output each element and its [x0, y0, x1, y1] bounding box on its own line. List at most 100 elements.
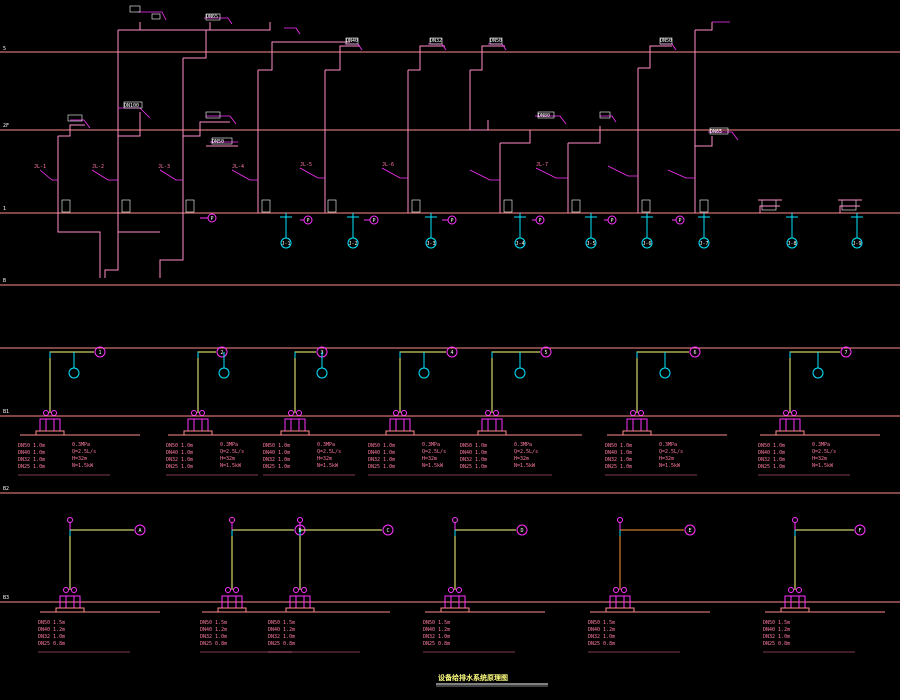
pipe-tag: DN32 [430, 38, 442, 44]
spec-line: H=32m [659, 456, 674, 462]
svg-text:P: P [372, 218, 375, 224]
floor-step [370, 431, 387, 436]
riser-pipe [500, 130, 531, 144]
equipment-note: DN40 1.2m [588, 627, 615, 633]
equipment-note: DN40 1.2m [423, 627, 450, 633]
equipment-note: DN32 1.0m [460, 457, 487, 463]
equipment-note: DN25 0.8m [38, 641, 65, 647]
floor-step [425, 608, 442, 613]
riser-pipe [470, 45, 505, 71]
floor-step [462, 431, 479, 436]
outlet-node-label: A [138, 528, 141, 534]
node-cyan: J-3 [425, 237, 437, 249]
gauge-icon [812, 367, 824, 379]
equipment-note: DN50 1.5m [763, 620, 790, 626]
svg-text:P: P [306, 218, 309, 224]
node-magenta: P [200, 213, 217, 223]
floor-step [590, 608, 607, 613]
valve-icon [493, 410, 499, 416]
node-cyan: J-6 [641, 237, 653, 249]
node-magenta: P [532, 215, 545, 225]
svg-text:J-9: J-9 [852, 241, 861, 247]
cyan-nodes: J-1 J-2 J-3 J-4 J-5 J-6 J-7 J-8 J-9 [280, 237, 863, 249]
top-riser-network [57, 22, 713, 278]
spec-line: H=32m [317, 456, 332, 462]
equipment-note: DN40 1.0m [605, 450, 632, 456]
pipe-tag: DN50 [490, 38, 502, 44]
node-cyan: J-7 [698, 237, 710, 249]
svg-text:J-8: J-8 [787, 241, 796, 247]
level-mark: B2 [3, 486, 9, 492]
spec-line: Q=2.5L/s [812, 449, 836, 455]
riser-pipe [57, 213, 101, 278]
spec-line: Q=2.5L/s [514, 449, 538, 455]
floor-step [20, 431, 37, 436]
riser-tag: JL-3 [158, 164, 170, 170]
node-magenta: P [364, 215, 379, 225]
valve-icon [301, 587, 307, 593]
outlet-node [516, 524, 528, 536]
spec-line: Q=2.5L/s [317, 449, 341, 455]
node-cyan: J-4 [514, 237, 526, 249]
riser-pipe [118, 112, 141, 137]
riser-pipe [695, 22, 713, 31]
valve-icon [288, 410, 294, 416]
outlet-node [382, 524, 394, 536]
gauge-icon [68, 367, 80, 379]
valve-icon [783, 410, 789, 416]
riser-cap-icon [229, 517, 235, 523]
valve-icon [401, 410, 407, 416]
spec-line: 0.3MPa [220, 442, 238, 448]
riser-pipe [638, 45, 672, 69]
equipment-note: DN40 1.2m [268, 627, 295, 633]
pipe-tag: DN50 [212, 139, 224, 145]
node-magenta: P [442, 215, 457, 225]
level-lines [0, 51, 900, 603]
spec-line: 0.3MPa [659, 442, 677, 448]
spec-line: N=1.5kW [659, 463, 681, 469]
outlet-node [854, 524, 866, 536]
floor-step [760, 431, 777, 436]
riser-pipe [104, 30, 119, 278]
level-mark: B1 [3, 409, 9, 415]
svg-text:J-3: J-3 [426, 241, 435, 247]
riser-tag: JL-1 [34, 164, 46, 170]
riser-cap-icon [792, 517, 798, 523]
equipment-note: DN50 1.0m [18, 443, 45, 449]
riser-pipe [258, 41, 350, 71]
valve-icon [393, 410, 399, 416]
valve-icon [613, 587, 619, 593]
spec-line: Q=2.5L/s [72, 449, 96, 455]
valve-icon [791, 410, 797, 416]
pipe-tag: DN65 [206, 14, 218, 20]
floor-step [265, 431, 282, 436]
spec-line: Q=2.5L/s [659, 449, 683, 455]
equipment-note: DN32 1.0m [263, 457, 290, 463]
equipment-note: DN50 1.0m [263, 443, 290, 449]
level-mark: B3 [3, 595, 9, 601]
outlet-node [216, 346, 228, 358]
riser-tag: JL-4 [232, 164, 244, 170]
pipe-tag: DN80 [538, 113, 550, 119]
spec-line: Q=2.5L/s [220, 449, 244, 455]
spec-line: 0.3MPa [72, 442, 90, 448]
equipment-note: DN32 1.0m [763, 634, 790, 640]
outlet-node-label: 7 [844, 350, 847, 356]
riser-tag: JL-7 [536, 162, 548, 168]
floor-step [40, 608, 57, 613]
valve-icon [485, 410, 491, 416]
pipe-tag: DN40 [346, 38, 358, 44]
valve-icon [63, 587, 69, 593]
equipment-note: DN25 1.0m [263, 464, 290, 470]
top-tag-texts: DN40 DN32 DN50 DN50 DN65 JL-1 JL-2 JL-3 … [34, 14, 722, 170]
tag-boxes [61, 5, 857, 213]
spec-line: N=1.5kW [812, 463, 834, 469]
